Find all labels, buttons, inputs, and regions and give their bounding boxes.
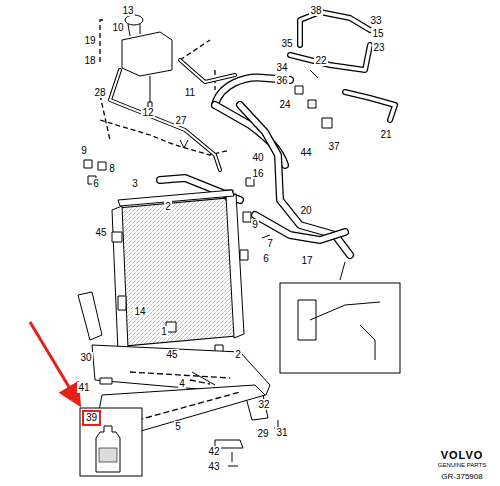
callout-number: 38 [309, 5, 322, 16]
callout-number: 9 [251, 219, 259, 230]
callout-number: 18 [83, 55, 96, 66]
callout-number: 36 [275, 75, 288, 86]
callout-number: 20 [299, 205, 312, 216]
callout-number: 22 [314, 55, 327, 66]
callout-number: 41 [77, 382, 90, 393]
callout-number: 39 [86, 412, 97, 424]
callout-number: 2 [164, 201, 172, 212]
callout-number: 31 [275, 427, 288, 438]
brand-text: GENUINE PARTS [437, 462, 487, 469]
callout-number: 29 [256, 428, 269, 439]
callout-number: 16 [251, 168, 264, 179]
callout-number: 6 [92, 178, 100, 189]
callout-number: 6 [262, 253, 270, 264]
callout-number: 34 [275, 62, 288, 73]
brand-text: VOLVO [440, 450, 485, 461]
callout-number: 42 [207, 446, 220, 457]
callout-number: 19 [83, 35, 96, 46]
callout-number: 12 [141, 107, 154, 118]
callout-number: 37 [327, 141, 340, 152]
callout-number: 14 [133, 306, 146, 317]
callout-number: 9 [80, 145, 88, 156]
callout-number: 43 [207, 461, 220, 472]
callout-number: 3 [131, 178, 139, 189]
callout-number: 23 [372, 42, 385, 53]
callout-number: 30 [79, 352, 92, 363]
callout-box: 39 [82, 410, 101, 426]
callout-number: 7 [266, 238, 274, 249]
callout-number: 8 [108, 163, 116, 174]
callout-number: 4 [178, 378, 186, 389]
callout-number: 32 [257, 399, 270, 410]
callout-number: 13 [121, 5, 134, 16]
callout-number: 33 [369, 15, 382, 26]
callout-number: 21 [379, 129, 392, 140]
callout-number: 45 [165, 349, 178, 360]
callout-number: 28 [93, 87, 106, 98]
callout-number: 45 [94, 227, 107, 238]
brand-text: GR-375908 [440, 471, 483, 482]
callout-number: 2 [234, 349, 242, 360]
callout-number: 10 [111, 22, 124, 33]
callout-number: 1 [160, 326, 168, 337]
callout-number: 17 [300, 255, 313, 266]
callout-number: 40 [251, 152, 264, 163]
callout-number: 11 [184, 87, 196, 98]
callout-number: 5 [174, 421, 182, 432]
callout-number: 44 [299, 147, 312, 158]
callout-number: 35 [280, 38, 293, 49]
callout-number: 27 [174, 115, 187, 126]
callout-number: 24 [278, 99, 291, 110]
callout-number: 15 [371, 28, 384, 39]
